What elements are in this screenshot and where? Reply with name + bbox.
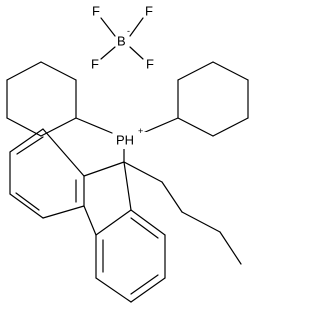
boron-charge: - xyxy=(127,26,130,36)
left-cyclohexyl-ring xyxy=(6,61,113,137)
left-benzene-bond-6 xyxy=(42,128,85,177)
phosphonium-center: PH + xyxy=(113,126,147,149)
right-benzene-inner-double-2 xyxy=(130,274,159,295)
left-cyclohexyl-to-phosphorus-bond xyxy=(75,117,113,134)
left-cyclohexyl-bond-1 xyxy=(40,61,77,81)
right-cyclohexyl-bond-5 xyxy=(177,117,214,137)
left-benzene-bond-2 xyxy=(42,205,85,219)
bond-b-f-bottom-right xyxy=(129,46,144,60)
right-cyclohexyl-ring xyxy=(142,61,249,137)
butyl-bond-2 xyxy=(161,181,183,213)
left-benzene-inner-double-2 xyxy=(15,192,40,211)
right-cyclohexyl-to-phosphorus-bond xyxy=(142,117,179,134)
biaryl-bond xyxy=(83,205,97,236)
fluorine-label-top-left: F xyxy=(92,3,100,18)
right-cyclohexyl-bond-4 xyxy=(212,117,249,137)
right-benzene-inner-double-3 xyxy=(130,217,159,239)
phosphonium-charge: + xyxy=(138,126,143,136)
phosphonium-label-background xyxy=(113,132,147,149)
fluorine-label-bottom-left: F xyxy=(91,56,99,71)
fluorine-label-bottom-right: F xyxy=(146,56,154,71)
right-benzene-bond-4 xyxy=(130,277,166,303)
boron-label: B xyxy=(117,33,126,48)
c9-left-ring-bond xyxy=(83,161,125,177)
bond-b-f-top-right xyxy=(129,17,144,37)
bond-b-f-bottom-left xyxy=(100,46,116,60)
butyl-bond-3 xyxy=(181,211,221,233)
c9-right-ring-bond xyxy=(123,161,132,211)
fluorine-label-top-right: F xyxy=(145,3,153,18)
chemical-structure-diagram: F F F F B - xyxy=(6,3,249,303)
left-benzene-bond-5 xyxy=(9,128,44,153)
butyl-bond-4 xyxy=(219,231,242,265)
tetrafluoroborate-anion: F F F F B - xyxy=(91,3,154,71)
phosphonium-label: PH xyxy=(116,132,134,147)
left-benzene-inner-double-3 xyxy=(16,136,44,155)
fluorenyl-system xyxy=(9,128,166,303)
right-benzene-bond-6 xyxy=(130,209,166,236)
butyl-bond-1 xyxy=(123,161,163,183)
left-cyclohexyl-bond-6 xyxy=(6,61,42,81)
right-benzene-bond-3 xyxy=(95,277,132,303)
bond-b-f-top-left xyxy=(100,17,116,37)
left-cyclohexyl-bond-4 xyxy=(6,117,42,137)
right-cyclohexyl-bond-2 xyxy=(212,61,249,81)
butyl-chain xyxy=(123,161,242,265)
right-cyclohexyl-bond-1 xyxy=(177,61,214,81)
left-benzene-bond-3 xyxy=(9,193,44,219)
right-benzene-bond-1 xyxy=(95,209,132,236)
